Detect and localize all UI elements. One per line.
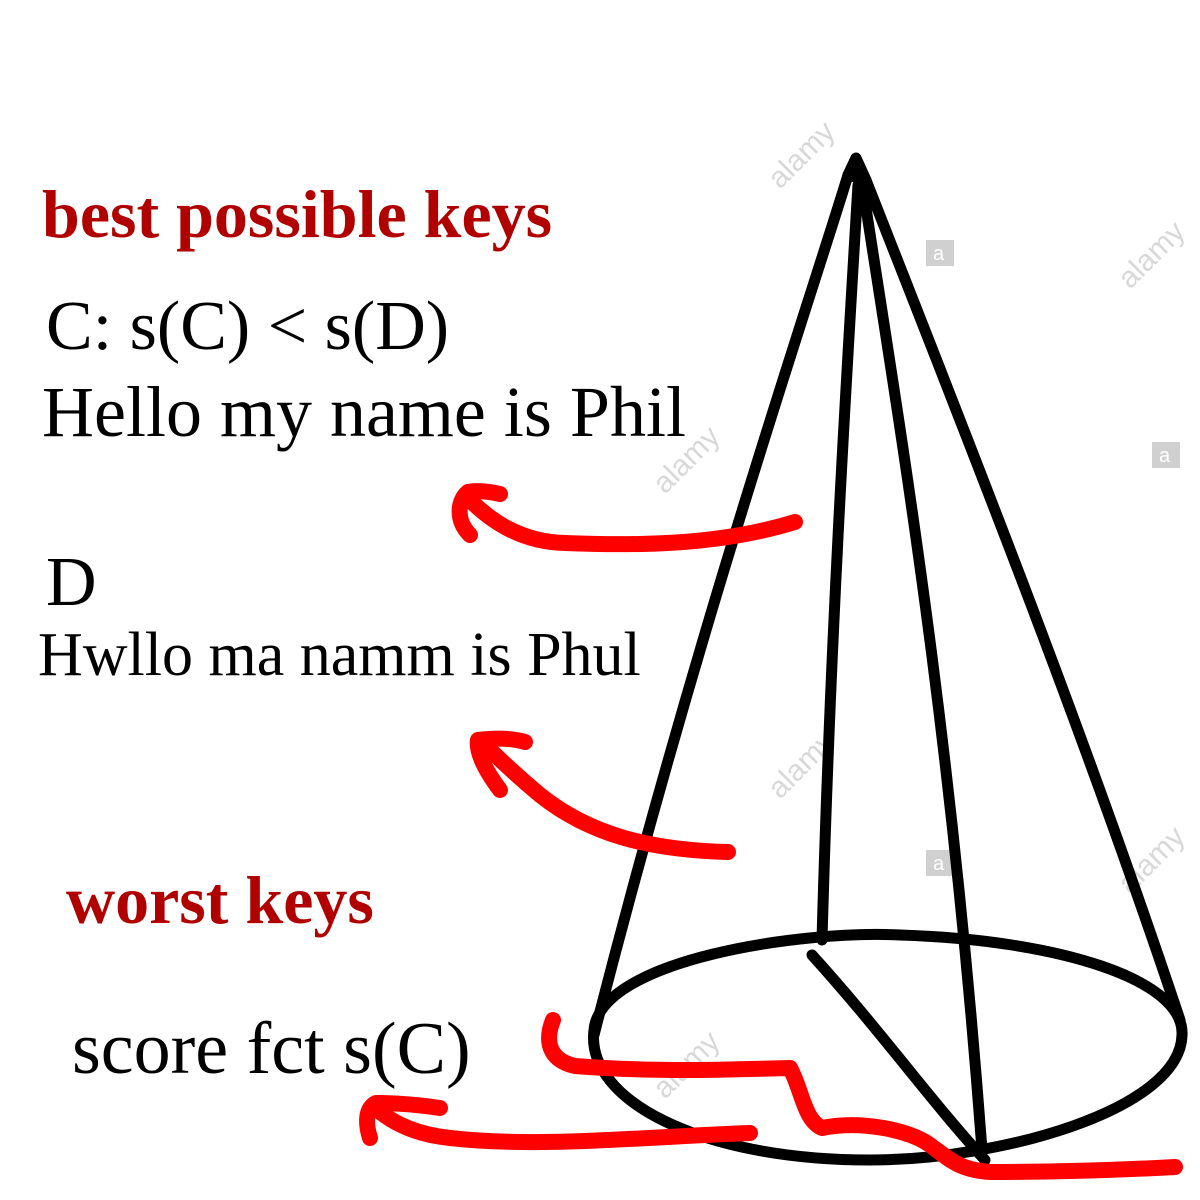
red-arrows — [359, 483, 1183, 1180]
watermark-badges: a a a — [926, 240, 1180, 876]
cone-inner-left-line — [816, 179, 864, 946]
arrow-to-score — [370, 1102, 758, 1151]
arrow-to-d-text — [472, 732, 736, 860]
arrow-to-score-head — [359, 1095, 448, 1146]
score-curve-line — [541, 1012, 1183, 1180]
watermark-badge-letter: a — [1159, 445, 1171, 467]
cone-base-chord — [806, 949, 991, 1166]
key-c-formula: C: s(C) < s(D) — [46, 288, 450, 365]
watermark-badge — [1152, 442, 1180, 468]
arrow-to-d-text-head — [469, 730, 533, 798]
watermark-badge — [926, 850, 954, 876]
arrow-to-c-text — [462, 492, 803, 553]
watermark-text: alamy — [1112, 215, 1192, 295]
watermark-badge-letter: a — [933, 853, 945, 875]
watermark-text: alamy — [762, 115, 842, 195]
cone-drawing — [588, 152, 1188, 1166]
best-keys-heading: best possible keys — [42, 176, 553, 252]
cone-right-edge — [860, 174, 1186, 1026]
cone-left-edge — [588, 169, 854, 1041]
key-d-label: D — [46, 544, 97, 621]
cone-inner-right-line — [856, 176, 988, 1156]
key-d-text: Hwllo ma namm is Phul — [38, 621, 641, 689]
key-c-text: Hello my name is Phil — [42, 372, 686, 452]
cone-base-ellipse — [588, 929, 1188, 1166]
score-function-label: score fct s(C) — [72, 1008, 471, 1090]
watermark-badge-letter: a — [933, 243, 945, 265]
watermark-layer: alamy alamy alamy alamy alamy alamy — [647, 115, 1192, 1105]
worst-keys-heading: worst keys — [66, 862, 374, 938]
arrow-to-c-text-head — [451, 483, 508, 543]
watermark-badge — [926, 240, 954, 266]
